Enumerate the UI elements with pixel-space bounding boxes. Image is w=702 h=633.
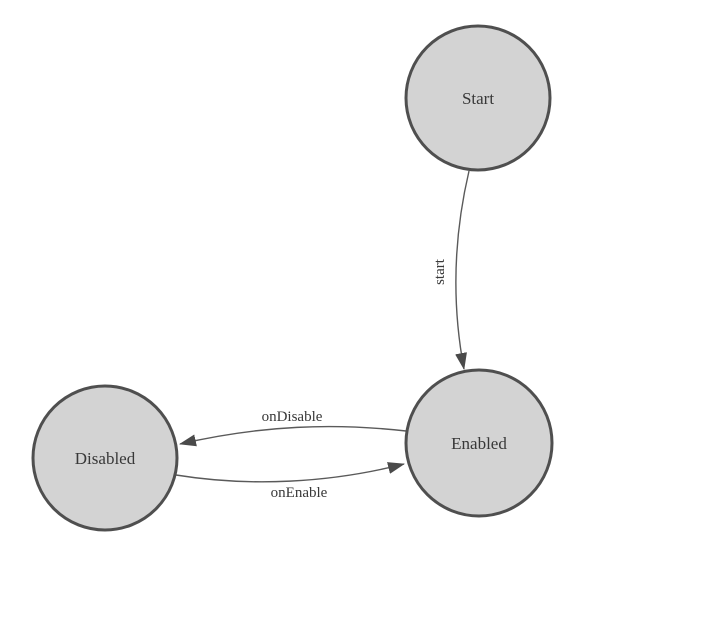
transition-label-enabled-to-disabled: onDisable [262,409,323,425]
state-node-disabled[interactable]: Disabled [31,384,179,532]
transition-label-start-to-enabled: start [432,258,448,285]
state-node-enabled[interactable]: Enabled [404,368,554,518]
state-label-enabled: Enabled [451,434,507,453]
transition-start-to-enabled [455,170,470,370]
state-node-start[interactable]: Start [404,24,552,172]
transition-enabled-to-disabled [179,425,407,447]
state-circle-disabled[interactable] [31,384,179,532]
transition-label-disabled-to-enabled: onEnable [271,485,328,501]
state-circle-enabled[interactable] [404,368,554,518]
state-label-disabled: Disabled [75,449,136,468]
state-label-start: Start [462,89,494,108]
state-circle-start[interactable] [404,24,552,172]
transition-disabled-to-enabled [175,462,405,483]
